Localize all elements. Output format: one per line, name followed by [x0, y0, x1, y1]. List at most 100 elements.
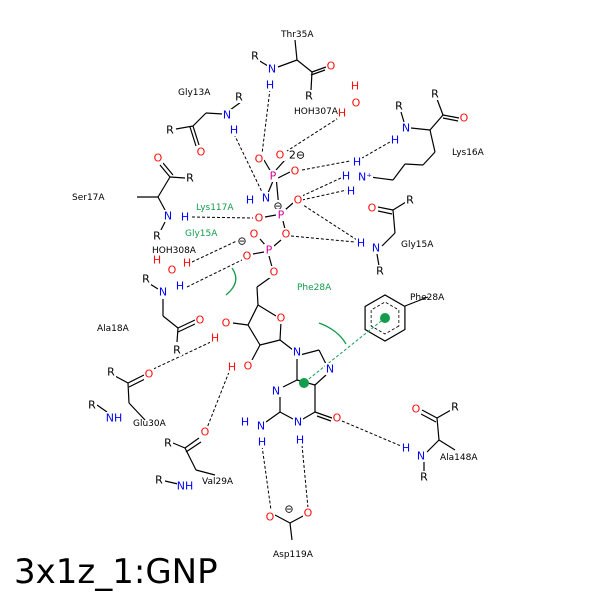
bond — [149, 283, 159, 290]
atom-label: H — [183, 257, 191, 270]
bond — [229, 101, 242, 111]
bond — [284, 202, 294, 211]
bond — [169, 176, 186, 179]
hydrogen-bond — [261, 88, 271, 155]
atom-label-background — [237, 235, 247, 247]
atom-label-background — [261, 192, 271, 204]
atom-label-background — [332, 412, 342, 424]
atom-label-background — [293, 194, 303, 206]
bond — [172, 442, 186, 449]
bond — [128, 402, 146, 421]
atom-label-background — [326, 60, 336, 72]
atom-label-background — [243, 360, 253, 372]
residue-label: Asp119A — [273, 550, 314, 560]
residue-label: Ala148A — [440, 453, 478, 463]
bond — [267, 180, 274, 194]
atom-label-background — [276, 209, 286, 221]
phenyl-ring — [364, 294, 406, 342]
atom-label: ⊖ — [273, 200, 282, 213]
bond — [436, 409, 452, 419]
atom-label: H — [391, 134, 399, 147]
atom-label: R — [142, 273, 150, 286]
atom-label: R — [166, 124, 174, 137]
bond — [369, 176, 394, 181]
atom-label-background — [240, 416, 250, 428]
atom-label-background — [242, 250, 252, 262]
atom-label: O — [244, 360, 253, 373]
atom-label-background — [401, 122, 411, 134]
bond — [436, 417, 440, 441]
hydrogen-bonds — [146, 88, 402, 511]
residue-label: Ser17A — [72, 193, 105, 203]
atom-label: H — [353, 156, 361, 169]
bond — [247, 324, 261, 346]
atom-label: ⊖ — [284, 503, 293, 516]
bond — [442, 114, 460, 119]
bond — [376, 253, 380, 267]
residue-label: Gly15A — [401, 240, 434, 250]
bond — [314, 374, 327, 386]
atom-label: H — [266, 79, 274, 92]
bond — [289, 522, 293, 541]
atom-label-background — [163, 210, 173, 222]
atom-label-background — [303, 507, 313, 519]
atom-label-background — [153, 152, 163, 164]
atom-label: NH — [177, 480, 194, 493]
atom-label: R — [431, 88, 439, 101]
atom-label-background — [144, 368, 154, 380]
atom-label: O — [222, 317, 231, 330]
atom-label-background — [152, 230, 162, 242]
atom-label: R — [107, 366, 115, 379]
atom-label-background — [325, 363, 335, 375]
atom-label-background — [254, 212, 264, 224]
atom-label-background — [276, 312, 286, 324]
atom-label: R — [235, 91, 243, 104]
atom-label: P — [266, 244, 273, 257]
atom-label: 2⊖ — [289, 149, 305, 162]
bond — [256, 276, 272, 288]
atom-label: N — [272, 385, 280, 398]
atom-label: O — [154, 152, 163, 165]
atom-label-background — [106, 366, 116, 378]
bond — [162, 315, 179, 329]
atom-label-background — [177, 480, 193, 492]
pi-stacking-line — [304, 317, 386, 383]
bond — [164, 480, 179, 485]
atom-label-background — [450, 401, 460, 413]
atom-label-background — [275, 149, 285, 161]
atom-label: N — [268, 63, 276, 76]
atom-label: H — [246, 194, 254, 207]
residue-label: Gly13A — [178, 88, 211, 98]
atom-label-background — [264, 244, 274, 256]
bond — [404, 163, 424, 166]
hydrogen-bond — [301, 177, 342, 197]
hydrophobic-contacts — [225, 267, 390, 388]
residue-label: Phe28A — [410, 293, 445, 303]
bond — [296, 59, 313, 73]
atom-label: O — [352, 97, 361, 110]
atom-label-background — [227, 361, 237, 373]
atom-label-background — [375, 265, 385, 277]
hydrogen-bond — [191, 238, 242, 263]
hydrogen-bond — [191, 216, 254, 219]
bond — [256, 286, 259, 306]
atom-label: H — [153, 254, 161, 267]
bond — [265, 411, 281, 423]
atom-label: H — [357, 237, 365, 250]
atom-label: O — [294, 194, 303, 207]
bond — [377, 210, 393, 215]
atom-label: O — [201, 426, 210, 439]
bond — [251, 344, 261, 361]
bond — [381, 232, 396, 247]
atom-label: N — [417, 450, 425, 463]
atom-label: H — [211, 332, 219, 345]
atom-label: R — [420, 471, 428, 484]
bond — [157, 176, 171, 198]
atom-label-background — [293, 416, 303, 428]
atom-label-background — [290, 165, 300, 177]
bond — [259, 339, 281, 346]
bond — [429, 129, 436, 153]
bond — [429, 114, 444, 131]
